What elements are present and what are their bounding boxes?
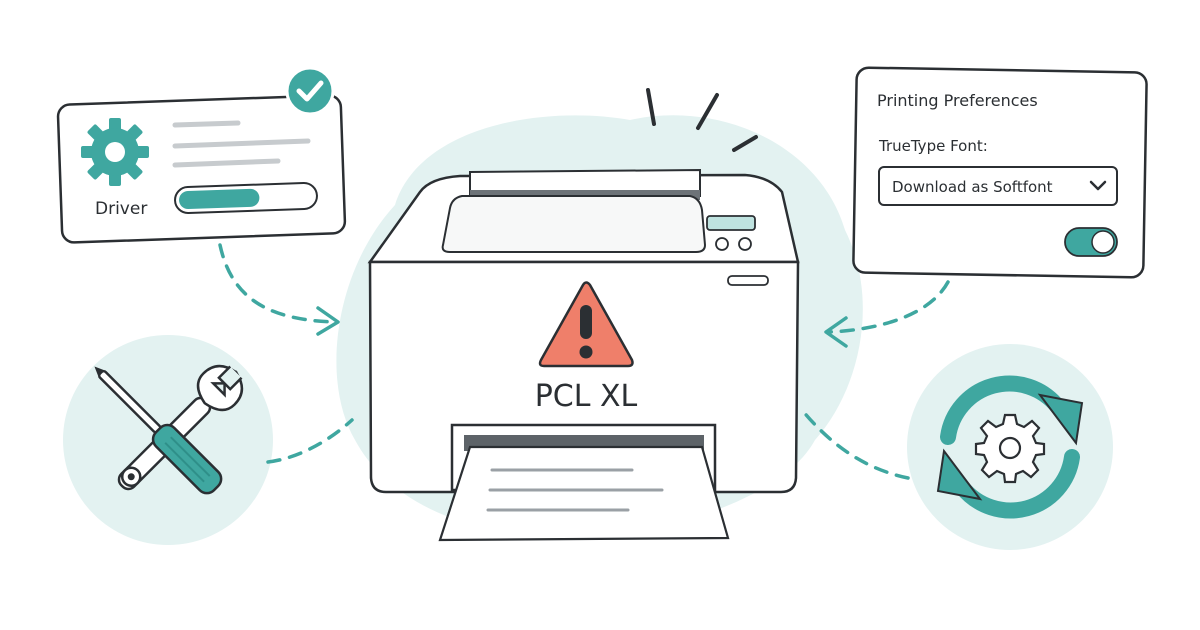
truetype-font-dropdown[interactable] bbox=[878, 166, 1118, 206]
output-paper bbox=[438, 445, 730, 542]
printer-label: PCL XL bbox=[535, 379, 638, 414]
gear-icon bbox=[81, 118, 149, 186]
driver-card: Driver bbox=[56, 66, 347, 244]
printer-top-panel bbox=[441, 195, 707, 253]
toggle-switch[interactable] bbox=[1064, 227, 1118, 257]
gear-icon bbox=[974, 413, 1046, 484]
driver-text-lines bbox=[172, 120, 311, 168]
connector-refresh-to-printer bbox=[800, 408, 910, 480]
paper-text-lines bbox=[486, 468, 664, 512]
preferences-title: Printing Preferences bbox=[877, 91, 1038, 110]
warning-triangle-icon bbox=[538, 281, 634, 368]
refresh-gear-icon bbox=[936, 375, 1084, 519]
truetype-font-label: TrueType Font: bbox=[878, 137, 988, 155]
arrowhead-left bbox=[316, 306, 340, 336]
display-screen bbox=[706, 215, 756, 231]
preferences-panel: Printing Preferences TrueType Font: Down… bbox=[852, 66, 1148, 279]
printer: PCL XL bbox=[367, 88, 800, 542]
connector-tools-to-printer bbox=[266, 418, 354, 464]
check-icon bbox=[285, 66, 335, 116]
progress-fill bbox=[179, 188, 260, 210]
connector-driver-to-printer bbox=[218, 243, 337, 324]
side-slot bbox=[727, 275, 769, 286]
control-button bbox=[715, 237, 729, 251]
wrench-screwdriver-icon bbox=[94, 364, 244, 495]
chevron-down-icon bbox=[1089, 180, 1107, 191]
driver-label: Driver bbox=[95, 199, 147, 219]
control-button bbox=[738, 237, 752, 251]
arrowhead-right bbox=[824, 316, 848, 348]
dropdown-value: Download as Softfont bbox=[892, 178, 1053, 196]
alert-strokes bbox=[646, 88, 758, 152]
connector-prefs-to-printer bbox=[826, 280, 950, 334]
